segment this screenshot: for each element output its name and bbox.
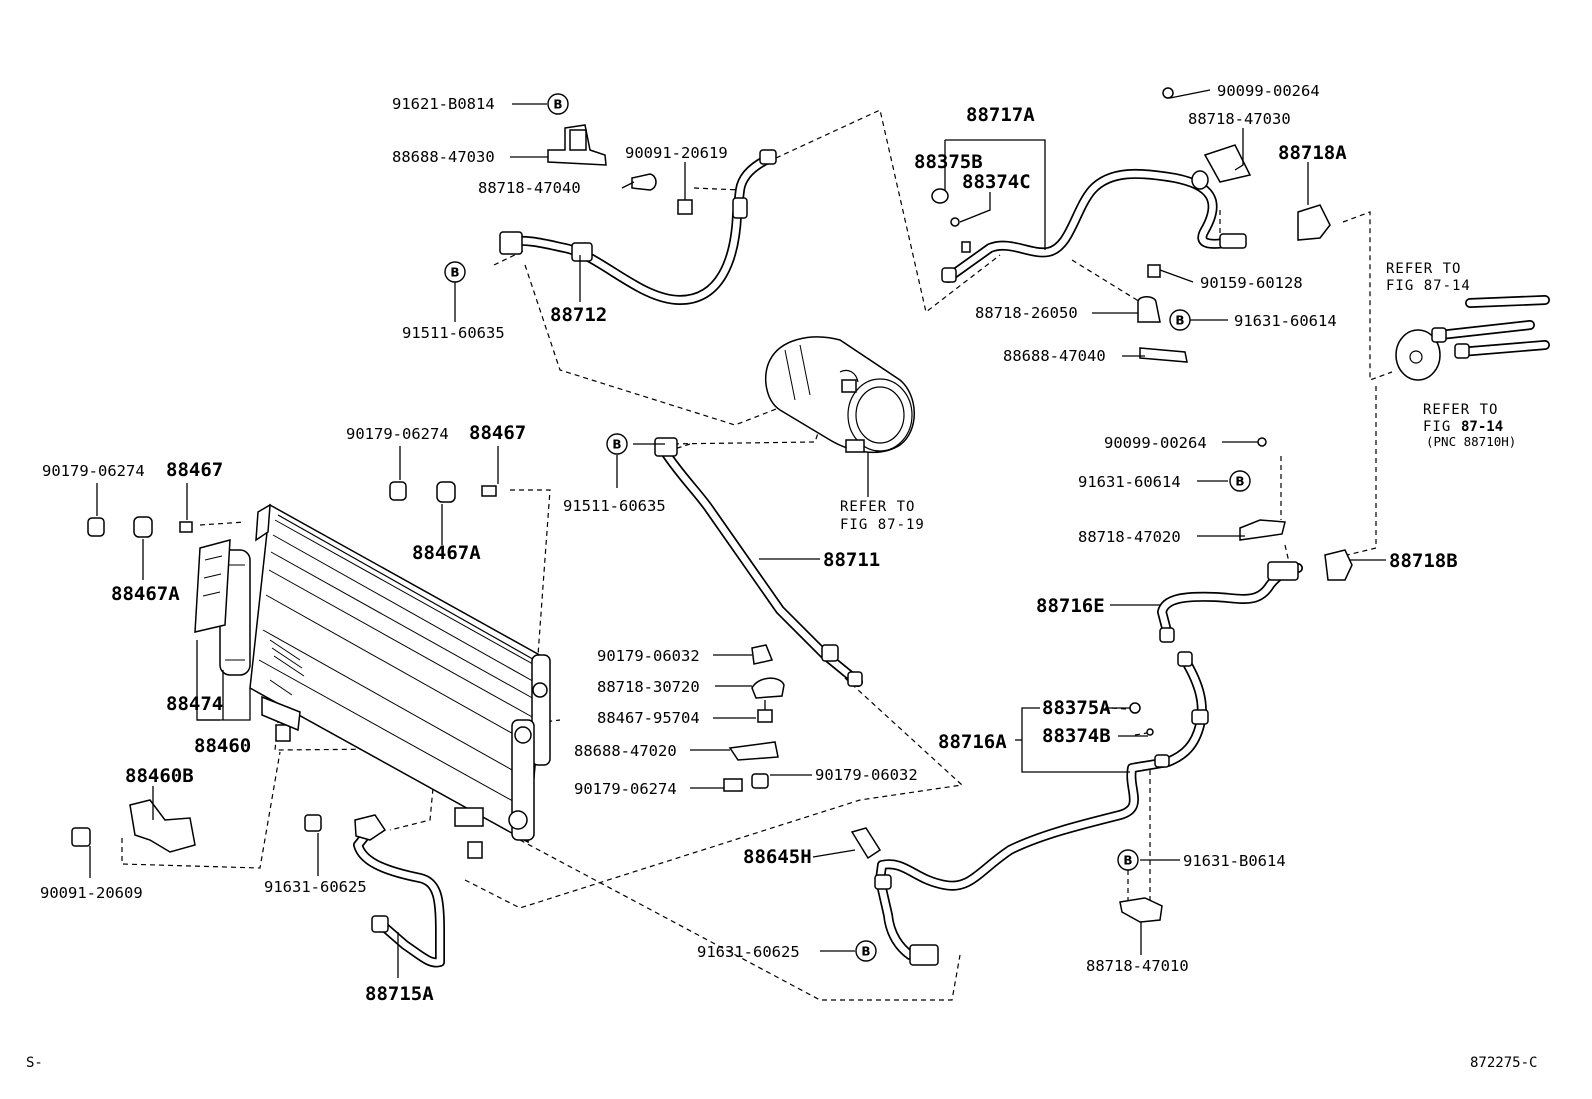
fig-label-bottom-right: FIG: [1423, 419, 1451, 435]
label-88467-95704: 88467-95704: [597, 709, 700, 727]
label-91631-60614-top: 91631-60614: [1234, 312, 1337, 330]
bolt-marker-2: B: [444, 261, 466, 283]
label-88375B: 88375B: [914, 151, 983, 173]
label-88718A: 88718A: [1278, 142, 1347, 164]
label-90179-06274-left: 90179-06274: [42, 462, 145, 480]
condenser-88460: [249, 503, 551, 859]
label-88716A: 88716A: [938, 731, 1007, 753]
bolt-marker-5: B: [1229, 470, 1251, 492]
label-90179-06032-a: 90179-06032: [597, 647, 700, 665]
svg-text:B: B: [553, 98, 562, 112]
label-88718-47010: 88718-47010: [1086, 957, 1189, 975]
label-88374B: 88374B: [1042, 725, 1111, 747]
fig-87-14-num-bottom-right: 87-14: [1461, 419, 1503, 435]
label-88688-47040: 88688-47040: [1003, 347, 1106, 365]
label-88718-47030: 88718-47030: [1188, 110, 1291, 128]
label-88467A-mid: 88467A: [412, 542, 481, 564]
label-88716E: 88716E: [1036, 595, 1105, 617]
compressor: [764, 336, 915, 453]
label-88711: 88711: [823, 549, 880, 571]
figure-number: 872275-C: [1470, 1055, 1537, 1071]
label-91631-B0614: 91631-B0614: [1183, 852, 1286, 870]
label-91631-60614-right: 91631-60614: [1078, 473, 1181, 491]
svg-text:B: B: [612, 438, 621, 452]
leader-lines: [89, 89, 1386, 978]
label-90091-20619: 90091-20619: [625, 144, 728, 162]
label-91511-60635-top: 91511-60635: [402, 324, 505, 342]
label-88375A: 88375A: [1042, 697, 1111, 719]
label-88460: 88460: [194, 735, 251, 757]
label-91631-60625-bottom: 91631-60625: [697, 943, 800, 961]
refer-to-top-right: REFER TO: [1386, 261, 1461, 277]
footer: S- 872275-C: [26, 1055, 1537, 1071]
label-90159-60128: 90159-60128: [1200, 274, 1303, 292]
label-91511-60635-mid: 91511-60635: [563, 497, 666, 515]
label-90179-06032-b: 90179-06032: [815, 766, 918, 784]
pnc-note: (PNC 88710H): [1426, 434, 1516, 449]
refer-to-bottom-right: REFER TO: [1423, 402, 1498, 418]
bolt-marker-1: B: [547, 93, 569, 115]
label-88717A: 88717A: [966, 104, 1035, 126]
label-88712: 88712: [550, 304, 607, 326]
label-88715A: 88715A: [365, 983, 434, 1005]
label-88467-left: 88467: [166, 459, 223, 481]
label-88688-47030: 88688-47030: [392, 148, 495, 166]
bolt-marker-7: B: [855, 940, 877, 962]
bolt-marker-3: B: [1169, 309, 1191, 331]
label-88645H: 88645H: [743, 846, 812, 868]
label-90099-00264-top: 90099-00264: [1217, 82, 1320, 100]
label-88467-mid: 88467: [469, 422, 526, 444]
fig-87-14-top-right: FIG 87-14: [1386, 278, 1471, 294]
small-parts: [71, 87, 1470, 966]
label-90091-20609: 90091-20609: [40, 884, 143, 902]
label-88718B: 88718B: [1389, 550, 1458, 572]
svg-text:B: B: [861, 945, 870, 959]
bolt-markers: B B B B B B B: [444, 93, 1251, 962]
label-88718-30720: 88718-30720: [597, 678, 700, 696]
receiver-88474: [194, 503, 271, 676]
svg-text:B: B: [1235, 475, 1244, 489]
bolt-marker-4: B: [606, 433, 628, 455]
label-88374C: 88374C: [962, 171, 1031, 193]
svg-text:B: B: [1175, 314, 1184, 328]
pipes: [353, 153, 1550, 968]
footer-left-code: S-: [26, 1055, 43, 1071]
label-88718-47020: 88718-47020: [1078, 528, 1181, 546]
label-90179-06274-mid: 90179-06274: [346, 425, 449, 443]
svg-text:B: B: [450, 266, 459, 280]
label-88718-47040: 88718-47040: [478, 179, 581, 197]
label-88688-47020: 88688-47020: [574, 742, 677, 760]
label-88718-26050: 88718-26050: [975, 304, 1078, 322]
reference-notes: REFER TO FIG 87-19 REFER TO FIG 87-14 RE…: [840, 261, 1516, 533]
label-91631-60625-left: 91631-60625: [264, 878, 367, 896]
label-88460B: 88460B: [125, 765, 194, 787]
label-90179-06274-low: 90179-06274: [574, 780, 677, 798]
svg-text:B: B: [1123, 854, 1132, 868]
bolt-marker-6: B: [1117, 849, 1139, 871]
fig-87-19: FIG 87-19: [840, 517, 925, 533]
label-88467A-left: 88467A: [111, 583, 180, 605]
label-88474: 88474: [166, 693, 223, 715]
refer-to-compressor: REFER TO: [840, 499, 915, 515]
label-90099-00264-right: 90099-00264: [1104, 434, 1207, 452]
part-labels: 91621-B0814 88688-47030 90091-20619 8871…: [40, 82, 1458, 1005]
label-91621-B0814: 91621-B0814: [392, 95, 495, 113]
